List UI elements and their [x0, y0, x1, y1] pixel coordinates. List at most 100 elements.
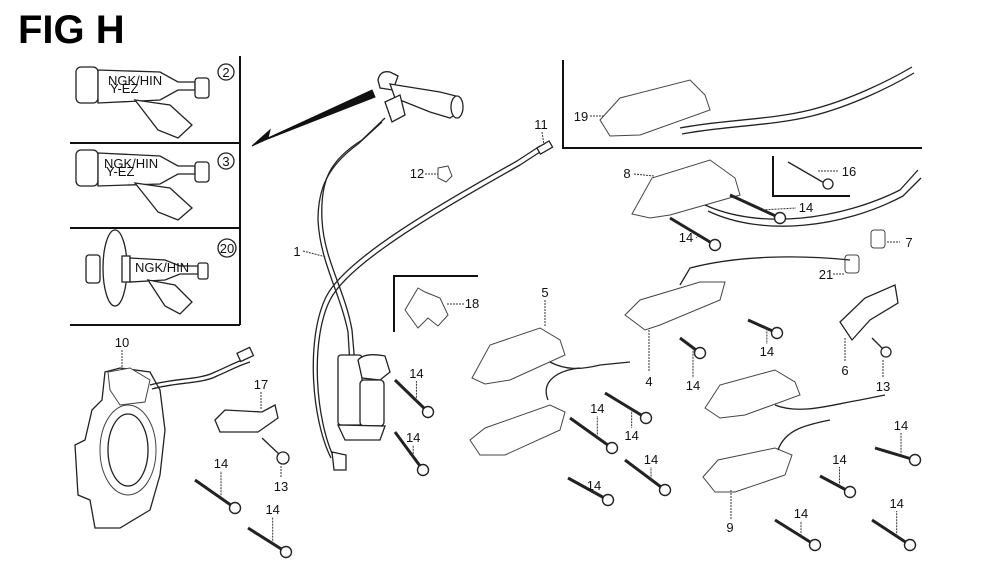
bolt-shank: [874, 446, 916, 462]
bolt-shank: [729, 193, 781, 220]
callout-14: 14: [799, 200, 813, 215]
bolt-14: 14: [669, 216, 722, 252]
callout-leader: [695, 235, 700, 239]
bolt-head: [639, 411, 653, 425]
bolt-head: [770, 326, 784, 340]
charge-coil-8: 8: [623, 159, 922, 227]
callout-14: 14: [406, 430, 420, 445]
bolt-shank: [871, 518, 911, 547]
callout-11: 11: [534, 117, 548, 132]
bolt-head: [693, 346, 707, 360]
bolt-14: 14: [194, 456, 242, 515]
bolt-shank: [247, 526, 287, 554]
bolt-head: [808, 538, 822, 552]
spark-plug-cap-20: NGK/HIN 20: [85, 229, 237, 315]
exciter-coil-19: 19: [562, 60, 922, 149]
callout-3: 3: [222, 154, 229, 169]
callout-14: 14: [832, 452, 846, 467]
spark-plug-cap-3: NGK/HIN Y-EZ 3: [75, 149, 235, 221]
callout-2: 2: [222, 65, 229, 80]
bolt-14: 14: [604, 391, 653, 443]
clip-16: 18: [393, 275, 479, 332]
bracket-17: 17 13: [214, 377, 290, 494]
stator-10: 10: [74, 335, 255, 529]
bolt-shank: [194, 478, 236, 510]
callout-14: 14: [794, 506, 808, 521]
callout-7: 7: [905, 235, 912, 250]
callout-14: 14: [644, 452, 658, 467]
callout-14: 14: [889, 496, 903, 511]
callout-6: 6: [841, 363, 848, 378]
bolt-14: 14: [874, 418, 922, 467]
bolt-head: [228, 501, 242, 515]
charge-coil-5: 5: [469, 285, 631, 456]
cap-marking: Y-EZ: [106, 164, 134, 179]
callout-19: 19: [574, 109, 588, 124]
callout-14: 14: [760, 344, 774, 359]
spark-plug-cap-inset-panel: [70, 56, 241, 326]
callout-14: 14: [409, 366, 423, 381]
bolt-14: 14: [247, 502, 293, 559]
bolt-14: 14: [729, 193, 813, 225]
bolt-shank: [393, 378, 430, 414]
clip-12: 12: [410, 165, 453, 183]
bolt-head: [773, 211, 787, 225]
callout-4: 4: [645, 374, 652, 389]
callout-14: 14: [590, 401, 604, 416]
figure-title: FIG H: [18, 8, 125, 52]
spark-plug-cap-2: NGK/HIN Y-EZ 2: [75, 63, 235, 139]
callout-13-right: 13: [876, 379, 890, 394]
ignition-coil-assembly-1: 1 11: [293, 71, 554, 471]
charge-coil-4: 4: [624, 256, 851, 389]
bolt-head: [843, 485, 857, 499]
bolt-head: [416, 463, 430, 477]
callout-20: 20: [220, 241, 234, 256]
bolt-shank: [774, 518, 816, 547]
bolt-14: 14: [774, 506, 822, 552]
bolt-head: [601, 493, 615, 507]
cap-marking: NGK/HIN: [104, 156, 158, 171]
callout-14: 14: [624, 428, 638, 443]
bolt-14: 14: [569, 401, 619, 455]
callout-18: 16: [842, 164, 856, 179]
callout-1: 1: [293, 244, 300, 259]
callout-16: 18: [465, 296, 479, 311]
bolt-14: 14: [567, 476, 615, 507]
callout-5: 5: [541, 285, 548, 300]
bolt-shank: [624, 458, 666, 492]
callout-14: 14: [587, 478, 601, 493]
bolt-shank: [604, 391, 647, 420]
bolt-head: [908, 453, 922, 467]
bolt-shank: [569, 416, 613, 450]
bracket-6: 6 13: [839, 284, 899, 394]
cap-marking: NGK/HIN: [135, 260, 189, 275]
callout-leader: [762, 207, 797, 211]
bolt-head: [279, 545, 293, 559]
callout-9: 9: [726, 520, 733, 535]
bolt-shank: [567, 476, 609, 502]
bolt-14: 14: [393, 430, 430, 477]
bolt-14: 14: [871, 496, 917, 552]
bolt-14: 14: [679, 336, 707, 393]
callout-10: 10: [115, 335, 129, 350]
callout-14: 14: [686, 378, 700, 393]
callout-14: 14: [265, 502, 279, 517]
callout-17: 17: [254, 377, 268, 392]
bolt-18: 16: [772, 156, 856, 197]
bolt-14: 14: [393, 366, 435, 419]
callout-14: 14: [679, 230, 693, 245]
callout-13-left: 13: [274, 479, 288, 494]
bolt-shank: [393, 431, 425, 471]
callout-14: 14: [894, 418, 908, 433]
bolt-14: 14: [819, 452, 857, 499]
bolt-14: 14: [624, 452, 672, 497]
bolt-head: [903, 538, 917, 552]
callout-14: 14: [214, 456, 228, 471]
bolt-head: [605, 441, 619, 455]
charge-coil-9: 9: [702, 369, 886, 535]
reference-arrow: [251, 89, 376, 147]
cap-marking: Y-EZ: [110, 81, 138, 96]
grommets-7-21: 7 21: [819, 229, 913, 282]
